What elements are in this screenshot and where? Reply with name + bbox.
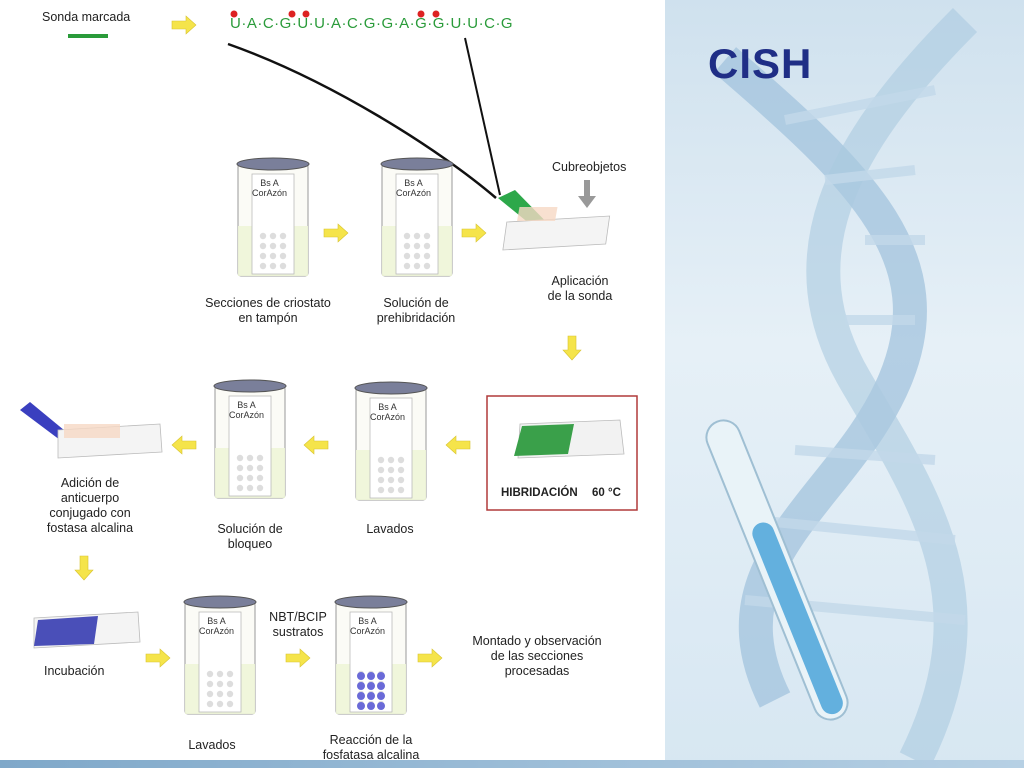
label-markers — [230, 10, 440, 18]
hybridization-temp: 60 °C — [592, 487, 621, 499]
bottom-bar — [0, 760, 1024, 768]
cish-protocol-diagram — [20, 10, 638, 715]
step-antibody-label: Adición de anticuerpo conjugado con fost… — [46, 476, 134, 535]
jar-label: Bs A CorAzón — [370, 402, 406, 422]
coverslip-label: Cubreobjetos — [552, 160, 627, 174]
step-cryostat-label: Secciones de criostato en tampón — [205, 296, 331, 325]
step-application-label: Aplicación de la sonda — [547, 274, 613, 303]
antibody-addition-icon — [20, 402, 163, 459]
arrow-left-icon — [171, 435, 197, 455]
jar-label: Bs A CorAzón — [350, 616, 386, 636]
probe-application-icon — [498, 180, 611, 251]
step-washes-label: Lavados — [366, 522, 414, 536]
probe-label: Sonda marcada — [42, 10, 131, 24]
jar-prehybridization — [380, 157, 454, 277]
arrow-left-icon — [445, 435, 471, 455]
arrow-left-icon — [303, 435, 329, 455]
hybridization-box — [486, 395, 638, 511]
arrow-right-icon — [417, 648, 443, 668]
jar-reaction — [334, 595, 408, 715]
incubation-slide — [33, 611, 141, 649]
hybridization-label: HIBRIDACIÓN — [501, 487, 578, 499]
probe-curve — [227, 42, 497, 199]
jar-label: Bs A CorAzón — [199, 616, 235, 636]
jar-cryostat — [236, 157, 310, 277]
arrow-right-icon — [171, 15, 197, 35]
probe-line-icon — [68, 34, 108, 38]
background-panel — [665, 0, 1024, 768]
step-prehybridization-label: Solución de prehibridación — [376, 296, 456, 325]
arrow-down-icon — [562, 335, 582, 361]
arrow-right-icon — [323, 223, 349, 243]
step-mounting-label: Montado y observación de las secciones p… — [472, 634, 602, 678]
step-incubation-label: Incubación — [44, 664, 105, 678]
dna-helix-decoration — [705, 7, 978, 768]
probe-line — [464, 37, 501, 196]
jar-washes-2 — [183, 595, 257, 715]
substrates-label: NBT/BCIP sustratos — [269, 610, 327, 639]
step-reaction-label: Reacción de la fosfatasa alcalina — [322, 733, 420, 762]
arrow-right-icon — [461, 223, 487, 243]
jar-label: Bs A CorAzón — [229, 400, 265, 420]
jar-label: Bs A CorAzón — [396, 178, 432, 198]
probe-sequence: U·A·C·G·U·U·A·C·G·G·A·G·G·U·U·C·G — [230, 15, 514, 32]
step-washes-2-label: Lavados — [188, 738, 236, 752]
arrow-right-icon — [285, 648, 311, 668]
jar-washes-1 — [354, 381, 428, 501]
arrow-right-icon — [145, 648, 171, 668]
step-blocking-label: Solución de bloqueo — [217, 522, 283, 551]
slide-title: CISH — [708, 40, 813, 87]
jar-blocking — [213, 379, 287, 499]
arrow-down-icon — [74, 555, 94, 581]
jar-label: Bs A CorAzón — [252, 178, 288, 198]
